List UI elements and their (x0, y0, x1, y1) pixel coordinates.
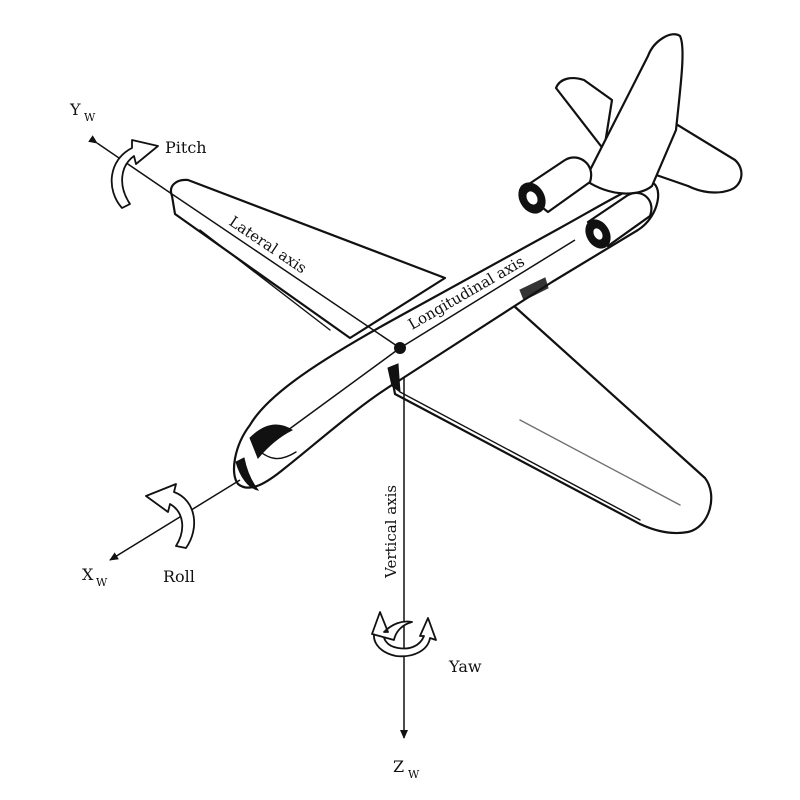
vertical-axis-label: Vertical axis (382, 485, 400, 579)
upper-engine (518, 156, 593, 214)
fuselage (232, 180, 660, 489)
longitudinal-axis-line (399, 239, 576, 349)
left-wing (169, 178, 447, 340)
yaw-label: Yaw (448, 657, 482, 676)
xw-axis-line (109, 479, 241, 561)
yw-axis-label: Y (69, 100, 81, 119)
yaw-rotation-icon (371, 611, 437, 658)
pitch-label: Pitch (165, 138, 207, 157)
rear-stabilizer (554, 77, 614, 152)
right-wing (390, 304, 713, 535)
xw-axis-label: X (82, 565, 94, 584)
zw-axis-label: Z (393, 757, 404, 776)
lateral-axis-line (165, 189, 401, 349)
roll-label: Roll (163, 567, 195, 586)
yw-axis-line (88, 135, 167, 191)
roll-rotation-icon (145, 483, 195, 549)
vertical-fin (583, 33, 684, 195)
xw-axis-subscript: W (96, 576, 108, 589)
nose-cone (235, 457, 260, 491)
pitch-rotation-icon (110, 139, 159, 209)
center-of-gravity (394, 342, 406, 354)
yw-axis-subscript: W (84, 111, 96, 124)
lower-engine (585, 191, 653, 249)
zw-axis-subscript: W (408, 768, 420, 781)
